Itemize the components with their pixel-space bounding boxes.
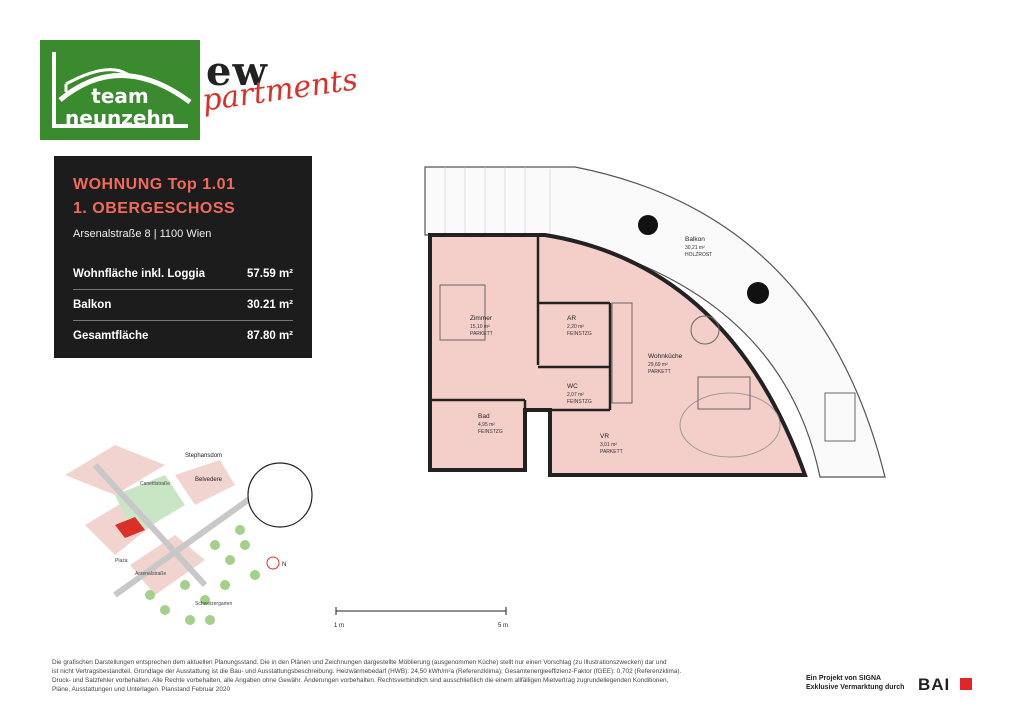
brand-word-new: ew (206, 48, 268, 95)
floor-title: 1. OBERGESCHOSS (73, 200, 236, 217)
zoom-inset (247, 462, 313, 528)
map-label-street: Arsenalstraße (135, 571, 166, 577)
divider (73, 320, 293, 321)
logo-mountain-icon (52, 52, 192, 128)
logo-line2: neunzehn (65, 106, 175, 130)
project-credit-line: Exklusive Vermarktung durch (806, 684, 905, 691)
area-label: Gesamtfläche (73, 330, 149, 342)
disclaimer-line: Pläne, Ausstattungen und Unterlagen. Pla… (52, 686, 230, 693)
bed-icon (439, 284, 486, 341)
disclaimer-line: Druck- und Satzfehler vorbehalten. Alle … (52, 677, 669, 684)
room-area-balkon: 30,21 m² (685, 245, 705, 251)
room-name-zimmer: Zimmer (470, 315, 493, 322)
project-site-marker (115, 517, 145, 538)
apartment-info-panel: WOHNUNG Top 1.01 1. OBERGESCHOSS Arsenal… (54, 156, 312, 358)
street-road (92, 462, 208, 588)
room-floor-zimmer: PARKETT (470, 331, 493, 337)
project-credit: Ein Projekt von SIGNA Exklusive Vermarkt… (806, 674, 904, 692)
street-road (113, 492, 257, 598)
room-floor-bad: FEINSTZG (478, 429, 503, 435)
dining-table-icon (690, 315, 720, 345)
kitchen-counter-icon (611, 302, 633, 404)
map-label-plaza: Plaza (115, 558, 128, 564)
apartment-title: WOHNUNG Top 1.01 (73, 176, 236, 193)
room-name-wohnkueche: Wohnküche (648, 353, 683, 360)
area-label: Wohnfläche inkl. Loggia (73, 268, 206, 280)
map-label-belvedere: Belvedere (195, 477, 223, 483)
room-area-bad: 4,95 m² (478, 422, 495, 428)
room-name-balkon: Balkon (685, 236, 705, 243)
room-name-vr: VR (600, 433, 609, 440)
address: Arsenalstraße 8 | 1100 Wien (73, 228, 212, 240)
area-value: 30.21 m² (246, 299, 293, 311)
scale-label-right: 5 m (498, 623, 508, 629)
disclaimer-line: Die grafischen Darstellungen entsprechen… (52, 659, 667, 666)
map-label-stephansdom: Stephansdom (185, 453, 222, 459)
balcony-decking (444, 167, 551, 235)
north-label: N (282, 562, 286, 568)
area-label: Balkon (73, 299, 112, 311)
room-name-bad: Bad (478, 413, 490, 420)
room-floor-vr: PARKETT (600, 449, 623, 455)
location-map: Stephansdom Belvedere Canettistraße Arse… (65, 445, 313, 625)
area-row-total: Gesamtfläche 87.80 m² (73, 330, 293, 354)
room-area-vr: 3,01 m² (600, 442, 617, 448)
floor-plan: Balkon 30,21 m² HOLZROST Zimmer 15,10 m²… (424, 166, 886, 478)
planter-icon (747, 282, 769, 304)
north-arrow-icon (266, 556, 280, 570)
logo-line1: team (91, 84, 149, 108)
room-name-wc: WC (567, 383, 578, 390)
sofa-icon (697, 376, 751, 410)
disclaimer-line: ist nicht Vertragsbestandteil. Grundlage… (52, 668, 682, 675)
planter-icon (638, 215, 658, 235)
bai-logo: BAI (918, 675, 951, 694)
room-name-ar: AR (567, 315, 576, 322)
area-row-living: Wohnfläche inkl. Loggia 57.59 m² (73, 268, 293, 292)
room-floor-balkon: HOLZROST (685, 252, 712, 258)
map-label-street: Canettistraße (140, 481, 170, 487)
rug-icon (679, 392, 781, 458)
project-credit-line: Ein Projekt von SIGNA (806, 675, 882, 682)
scale-label-left: 1 m (334, 623, 344, 629)
room-floor-wohnkueche: PARKETT (648, 369, 671, 375)
room-area-wc: 2,07 m² (567, 392, 584, 398)
room-area-wohnkueche: 29,69 m² (648, 362, 668, 368)
room-floor-ar: FEINSTZG (567, 331, 592, 337)
interior-walls (430, 235, 612, 470)
map-label-park: Schweizergarten (195, 601, 232, 607)
lounge-chair-icon (824, 392, 856, 442)
area-value: 57.59 m² (246, 268, 293, 280)
disclaimer-text: Die grafischen Darstellungen entsprechen… (52, 658, 767, 694)
area-row-balcony: Balkon 30.21 m² (73, 299, 293, 323)
bai-logo-square-icon (960, 678, 972, 690)
area-value: 87.80 m² (246, 330, 293, 342)
team-neunzehn-logo: team neunzehn (40, 40, 200, 140)
room-area-zimmer: 15,10 m² (470, 324, 490, 330)
room-area-ar: 2,20 m² (567, 324, 584, 330)
trees (145, 525, 260, 625)
scale-bar: 1 m 5 m (334, 607, 508, 629)
divider (73, 289, 293, 290)
room-floor-wc: FEINSTZG (567, 399, 592, 405)
